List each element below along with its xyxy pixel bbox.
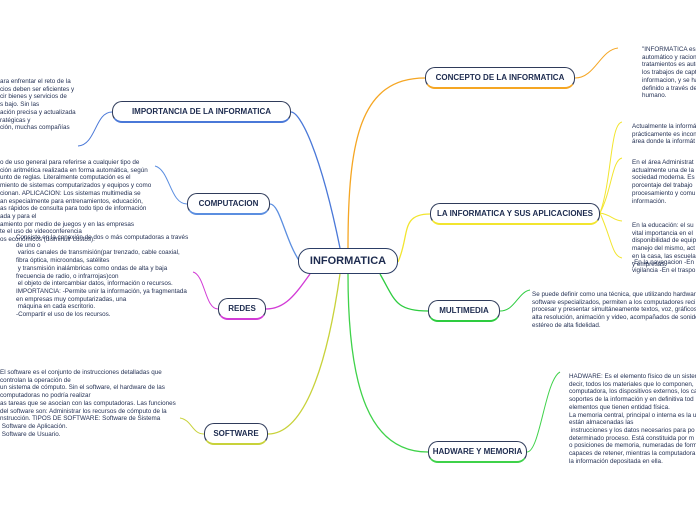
link-root-multimedia [379, 273, 429, 312]
link-concepto-note [574, 47, 619, 79]
branch-aplicaciones-label: LA INFORMATICA Y SUS APLICACIONES [436, 209, 593, 218]
branch-concepto-label: CONCEPTO DE LA INFORMATICA [435, 73, 565, 82]
note-concepto: "INFORMÁTICA es la ciencia automático y … [642, 46, 696, 100]
link-computacion-note [154, 165, 188, 205]
branch-software[interactable]: SOFTWARE [204, 423, 268, 445]
link-multimedia-note [499, 289, 531, 312]
link-root-software [267, 273, 341, 435]
note-hadware: HADWARE: Es el elemento físico de un sis… [569, 373, 696, 465]
link-aplicaciones-note-1 [599, 121, 623, 214]
link-aplicaciones-note-3 [599, 212, 623, 222]
note-multimedia: Se puede definir como una técnica, que u… [532, 291, 696, 329]
link-aplicaciones-note-4 [599, 212, 623, 259]
link-redes-note [192, 271, 219, 310]
branch-software-label: SOFTWARE [213, 429, 259, 438]
link-root-hadware [347, 273, 429, 453]
note-software: El software es el conjunto de instruccio… [0, 369, 176, 438]
link-root-computacion [269, 203, 301, 263]
note-redes: Consiste en la conexión de dos o más com… [16, 234, 189, 319]
branch-concepto[interactable]: CONCEPTO DE LA INFORMATICA [425, 67, 575, 89]
link-root-importancia [290, 111, 341, 249]
link-aplicaciones-note-2 [599, 157, 623, 214]
note-computacion: o de uso general para referirse a cualqu… [0, 159, 152, 244]
branch-computacion[interactable]: COMPUTACION [187, 193, 270, 215]
branch-importancia[interactable]: IMPORTANCIA DE LA INFORMATICA [112, 101, 291, 123]
branch-importancia-label: IMPORTANCIA DE LA INFORMATICA [131, 107, 272, 116]
branch-hadware[interactable]: HADWARE Y MEMORIA [428, 441, 527, 463]
branch-multimedia-label: MULTIMEDIA [439, 306, 489, 315]
link-root-aplicaciones [397, 213, 431, 263]
note-aplicaciones-3: En la educación: el su vital importancia… [632, 222, 696, 268]
branch-multimedia[interactable]: MULTIMEDIA [428, 300, 500, 322]
link-hadware-note [526, 371, 561, 453]
link-software-note [179, 417, 205, 435]
note-aplicaciones-4: -En la navegacion -En l vigilancia -En e… [632, 259, 696, 274]
note-importancia: ara enfrentar el reto de la cios deben s… [0, 78, 76, 132]
root-label: INFORMATICA [309, 255, 387, 267]
branch-redes-label: REDES [228, 304, 256, 313]
note-aplicaciones-2: En el área Administrat actualmente una d… [632, 159, 696, 205]
link-root-concepto [347, 77, 426, 249]
root-node[interactable]: INFORMATICA [298, 248, 398, 274]
link-importancia-note [77, 111, 113, 147]
branch-hadware-label: HADWARE Y MEMORIA [432, 447, 523, 456]
branch-computacion-label: COMPUTACION [198, 199, 259, 208]
branch-redes[interactable]: REDES [218, 298, 266, 320]
branch-aplicaciones[interactable]: LA INFORMATICA Y SUS APLICACIONES [430, 203, 600, 225]
link-root-redes [265, 273, 311, 310]
note-aplicaciones-1: Actualmente la informática prácticamente… [632, 123, 696, 146]
